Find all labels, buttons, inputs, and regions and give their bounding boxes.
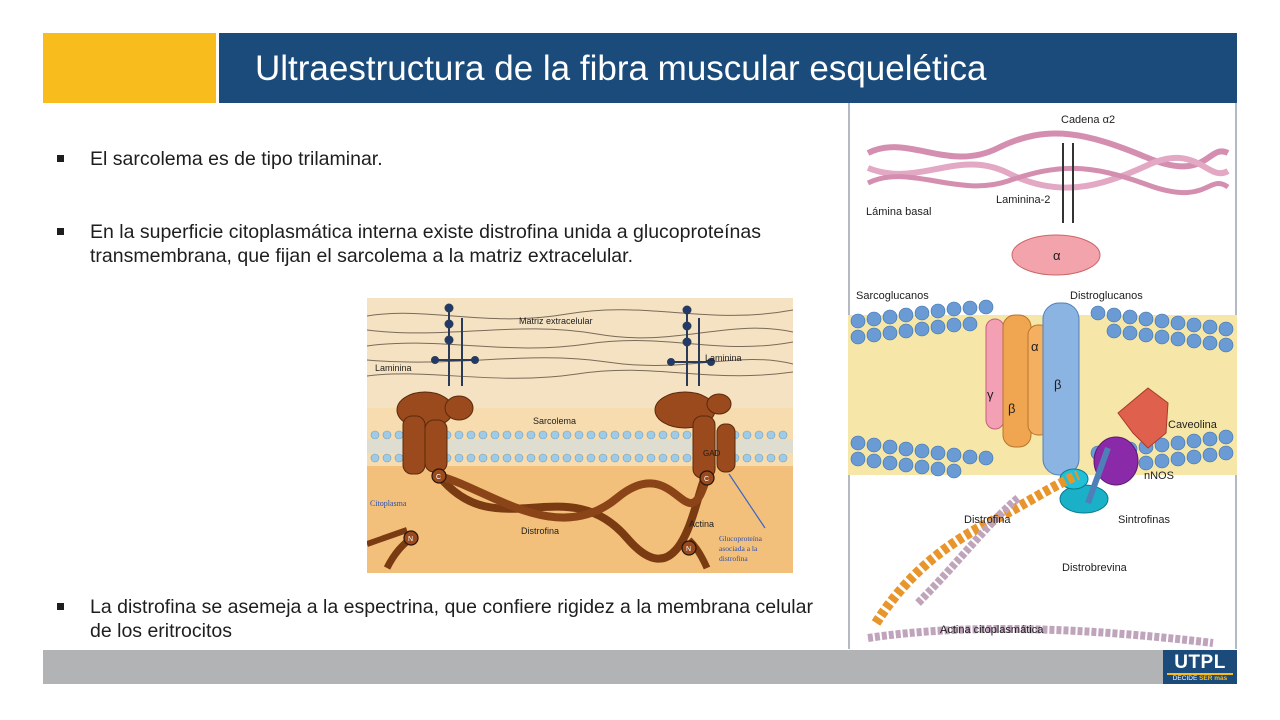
bullet-item: El sarcolema es de tipo trilaminar.: [57, 147, 817, 171]
utpl-logo: UTPL DECIDE SER más: [1163, 650, 1237, 684]
label-alpha-sg: α: [1031, 339, 1039, 354]
dystrophin-link-diagram: Matriz extracelular Laminina Laminina Sa…: [367, 298, 793, 573]
label-c-right: C: [704, 476, 709, 483]
label-actina: Actina: [689, 519, 714, 529]
label-actina: Actina citoplasmática: [940, 624, 1044, 636]
label-gamma: γ: [987, 387, 994, 402]
tagline-decide: DECIDE: [1172, 675, 1200, 682]
label-matriz: Matriz extracelular: [519, 316, 593, 326]
label-glucoproteina-2: asociada a la: [719, 544, 758, 553]
bullet-text: La distrofina se asemeja a la espectrina…: [90, 596, 813, 642]
label-c-left: C: [436, 474, 441, 481]
label-glucoproteina-1: Glucoproteína: [719, 534, 763, 543]
label-distrofina: Distrofina: [964, 514, 1011, 526]
label-citoplasma: Citoplasma: [370, 499, 407, 508]
logo-tagline: DECIDE SER más: [1163, 675, 1237, 682]
footer-bar: [43, 650, 1237, 684]
label-beta-sg: β: [1008, 401, 1015, 416]
label-laminina-left: Laminina: [375, 363, 412, 373]
label-nnos: nNOS: [1144, 470, 1174, 482]
label-distrobrevina: Distrobrevina: [1062, 562, 1128, 574]
label-caveolina: Caveolina: [1168, 419, 1218, 431]
tagline-ser: SER: [1199, 675, 1215, 682]
bullet-item: La distrofina se asemeja a la espectrina…: [57, 595, 817, 643]
label-sintrofinas: Sintrofinas: [1118, 514, 1170, 526]
label-distrofina: Distrofina: [521, 526, 559, 536]
label-sarcolema: Sarcolema: [533, 416, 576, 426]
square-bullet-icon: [57, 155, 64, 162]
header-accent-block: [43, 33, 216, 103]
label-lamina-basal: Lámina basal: [866, 206, 931, 218]
label-cadena: Cadena α2: [1061, 114, 1115, 126]
tagline-mas: más: [1214, 675, 1228, 682]
label-n-right: N: [686, 546, 691, 553]
slide-title: Ultraestructura de la fibra muscular esq…: [255, 49, 987, 88]
label-glucoproteina-3: distrofina: [719, 554, 748, 563]
logo-text: UTPL: [1174, 652, 1226, 673]
dystrophin-complex-diagram: Cadena α2 Laminina-2 Lámina basal α Sarc…: [848, 103, 1237, 649]
label-gad: GAD: [703, 449, 721, 458]
label-laminina-right: Laminina: [705, 353, 742, 363]
label-laminina-2: Laminina-2: [996, 194, 1050, 206]
bullet-item: En la superficie citoplasmática interna …: [57, 220, 817, 268]
title-bar: Ultraestructura de la fibra muscular esq…: [219, 33, 1237, 103]
label-n-left: N: [408, 536, 413, 543]
label-beta-dg: β: [1054, 377, 1061, 392]
logo-stripe: [1167, 673, 1233, 675]
label-alpha-dg: α: [1053, 248, 1061, 263]
bullet-text: El sarcolema es de tipo trilaminar.: [90, 148, 383, 170]
square-bullet-icon: [57, 228, 64, 235]
square-bullet-icon: [57, 603, 64, 610]
bullet-text: En la superficie citoplasmática interna …: [90, 221, 761, 267]
label-distroglucanos: Distroglucanos: [1070, 290, 1143, 302]
label-sarcoglucanos: Sarcoglucanos: [856, 290, 929, 302]
